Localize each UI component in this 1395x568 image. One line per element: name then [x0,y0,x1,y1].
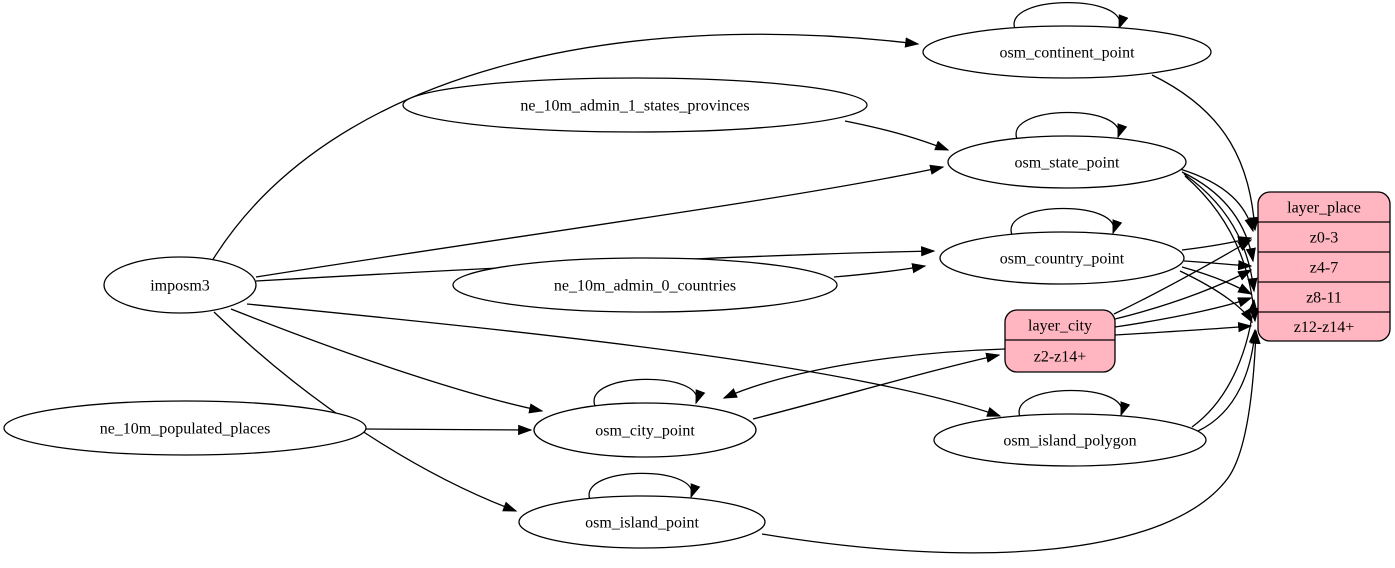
edge-layer_city-to-layer_place-z0-3 [1113,239,1253,315]
ne_10m_admin_1_states_provinces-ellipse [402,77,868,133]
edge-osm_country_point-to-layer_place-z4-7 [1183,260,1253,271]
osm_city_point-label: osm_city_point [595,423,695,440]
osm_island_point-ellipse [518,495,766,549]
ne_10m_admin_0_countries-ellipse [452,257,838,313]
ne_10m_admin_1_states_provinces-label: ne_10m_admin_1_states_provinces [520,98,749,115]
ne_10m_populated_places-ellipse [3,400,367,456]
edge-osm_city_point-to-layer_city-z2-z14+ [752,352,1001,420]
edge-layer_city-to-layer_place-z4-7 [1114,269,1253,320]
imposm3-label: imposm3 [150,278,210,295]
edge-osm_island_polygon-to-osm_island_polygon [1018,389,1131,418]
osm_continent_point-label: osm_continent_point [999,45,1135,62]
edge-imposm3-to-osm_island_point [213,311,518,512]
edge-osm_state_point-to-layer_place-z4-7 [1181,171,1256,263]
layer_place-record [1257,191,1391,342]
node-layer_place: layer_place z0-3 z4-7 z8-11 z12-z14+ [1257,191,1391,342]
osm_country_point-ellipse [939,231,1185,285]
edge-layer_city-to-layer_place-z12-z14+ [1114,321,1253,336]
edge-osm_country_point-to-layer_place-z0-3 [1181,236,1253,251]
edge-ne_10m_populated_places-to-osm_city_point [365,424,533,436]
edge-imposm3-to-osm_state_point [255,164,945,278]
osm_island_polygon-ellipse [933,413,1207,467]
layer_city-record [1004,309,1116,373]
edge-osm_island_polygon-to-layer_place-z12-z14+ [1197,328,1260,432]
nodes-layer: imposm3 ne_10m_admin_1_states_provincesne… [3,25,1391,549]
layer_place-field-z0-3: z0-3 [1310,230,1338,247]
osm_state_point-label: osm_state_point [1015,155,1120,172]
osm_island_point-label: osm_island_point [585,515,699,532]
osm_continent_point-ellipse [922,25,1212,79]
ne_10m_admin_0_countries-label: ne_10m_admin_0_countries [554,278,736,295]
layer_place-title: layer_place [1287,200,1361,217]
edge-osm_island_polygon-to-layer_place-z8-11 [1191,298,1258,428]
osm_island_polygon-label: osm_island_polygon [1003,433,1136,450]
edge-osm_state_point-to-layer_place-z0-3 [1179,168,1255,233]
edge-layer_city-to-layer_place-z8-11 [1114,297,1253,328]
edge-ne_10m_admin_1_states_provinces-to-osm_state_point [844,120,950,151]
edge-osm_continent_point-to-osm_continent_point [1013,2,1129,30]
edges-layer [211,2,1261,554]
node-osm_state_point: osm_state_point [947,135,1187,189]
node-ne_10m_admin_0_countries: ne_10m_admin_0_countries [452,257,838,313]
edge-osm_continent_point-to-layer_place-z0-3 [1151,74,1260,232]
edge-osm_island_point-to-layer_place-z12-z14+ [761,329,1261,554]
edge-osm_state_point-to-osm_state_point [1015,111,1128,140]
osm_state_point-ellipse [947,135,1187,189]
node-osm_country_point: osm_country_point [939,231,1185,285]
edge-osm_island_point-to-osm_island_point [588,472,701,501]
node-osm_island_point: osm_island_point [518,495,766,549]
node-layer_city: layer_city z2-z14+ [1004,309,1116,373]
node-osm_city_point: osm_city_point [533,402,757,458]
edge-osm_country_point-to-layer_place-z12-z14+ [1179,270,1253,324]
edge-ne_10m_admin_0_countries-to-osm_country_point [833,263,927,278]
ne_10m_populated_places-label: ne_10m_populated_places [100,421,271,438]
edge-imposm3-to-osm_city_point [230,308,544,414]
osm_city_point-ellipse [533,402,757,458]
edge-layer_city-to-osm_city_point [722,348,1006,399]
edge-osm_country_point-to-layer_place-z8-11 [1181,266,1253,295]
node-ne_10m_populated_places: ne_10m_populated_places [3,400,367,456]
layer_city-field-z2-z14+: z2-z14+ [1034,349,1087,366]
layer_place-field-z4-7: z4-7 [1310,260,1338,277]
node-osm_island_polygon: osm_island_polygon [933,413,1207,467]
imposm3-ellipse [103,256,257,314]
node-ne_10m_admin_1_states_provinces: ne_10m_admin_1_states_provinces [402,77,868,133]
node-osm_continent_point: osm_continent_point [922,25,1212,79]
edge-imposm3-to-osm_continent_point [211,33,920,262]
layer_place-field-z8-11: z8-11 [1306,290,1342,307]
layer_city-title: layer_city [1028,318,1092,335]
osm_country_point-label: osm_country_point [1000,251,1125,268]
node-imposm3: imposm3 [103,256,257,314]
layer_place-field-z12-z14+: z12-z14+ [1294,319,1355,336]
edge-imposm3-to-osm_island_polygon [246,303,1002,417]
edge-osm_country_point-to-osm_country_point [1010,207,1123,236]
edge-osm_city_point-to-osm_city_point [593,378,706,407]
